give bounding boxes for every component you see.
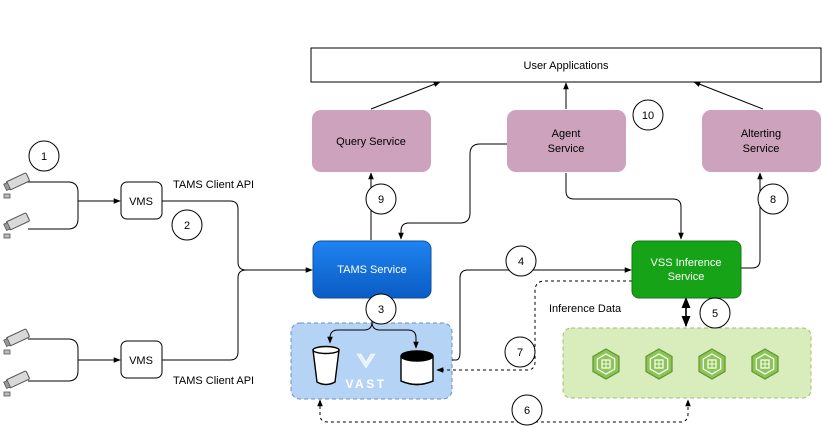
svg-text:2: 2 <box>184 220 190 232</box>
step-marker-8: 8 <box>757 183 789 215</box>
user-applications-label: User Applications <box>524 60 609 72</box>
tams-service-label: TAMS Service <box>337 264 406 276</box>
security-camera-icon <box>3 212 31 239</box>
step-marker-6: 6 <box>511 394 543 426</box>
user-applications-box <box>310 47 822 83</box>
query-service-label: Query Service <box>336 136 406 148</box>
step-marker-9: 9 <box>365 183 397 215</box>
agent-service-label-line1: Agent <box>552 128 581 140</box>
security-camera-icon <box>3 328 31 355</box>
vss-inference-label-line1: VSS Inference <box>651 257 722 269</box>
vss-inference-label-line2: Service <box>668 271 705 283</box>
connectors <box>28 81 764 382</box>
security-camera-icon <box>3 172 31 199</box>
database-icon <box>400 350 434 386</box>
step-marker-3: 3 <box>365 293 397 325</box>
svg-text:5: 5 <box>712 308 718 320</box>
tams-client-api-label-top: TAMS Client API <box>173 179 254 191</box>
agent-service-label-line2: Service <box>548 143 585 155</box>
vss-inference-box <box>631 240 742 299</box>
vast-logo: VAST <box>345 353 386 391</box>
vms-top-label: VMS <box>129 196 153 208</box>
agent-service-box <box>507 110 626 172</box>
tams-client-api-label-bottom: TAMS Client API <box>173 375 254 387</box>
gpu-cluster-container <box>562 327 812 399</box>
query-service-box <box>312 110 431 172</box>
step-marker-2: 2 <box>171 209 203 241</box>
svg-text:8: 8 <box>770 194 776 206</box>
vast-logo-text: VAST <box>345 377 386 391</box>
svg-text:10: 10 <box>642 110 654 122</box>
svg-text:6: 6 <box>524 405 530 417</box>
dashed-connectors <box>317 280 691 423</box>
step-marker-7: 7 <box>504 336 536 368</box>
svg-text:4: 4 <box>518 256 524 268</box>
bucket-icon <box>312 345 340 386</box>
alerting-service-box <box>702 110 821 172</box>
security-camera-icon <box>3 370 31 397</box>
svg-text:7: 7 <box>517 347 523 359</box>
inference-data-label: Inference Data <box>549 303 622 315</box>
vms-top-box <box>120 181 163 220</box>
step-marker-1: 1 <box>28 140 60 172</box>
svg-text:3: 3 <box>378 304 384 316</box>
step-marker-4: 4 <box>505 245 537 277</box>
alerting-service-label-line1: Alterting <box>741 128 781 140</box>
step-marker-10: 10 <box>632 99 664 131</box>
vms-bottom-box <box>120 340 163 379</box>
step-marker-5: 5 <box>699 297 731 329</box>
svg-text:1: 1 <box>41 151 47 163</box>
vms-bottom-label: VMS <box>129 355 153 367</box>
alerting-service-label-line2: Service <box>743 143 780 155</box>
svg-text:9: 9 <box>378 194 384 206</box>
